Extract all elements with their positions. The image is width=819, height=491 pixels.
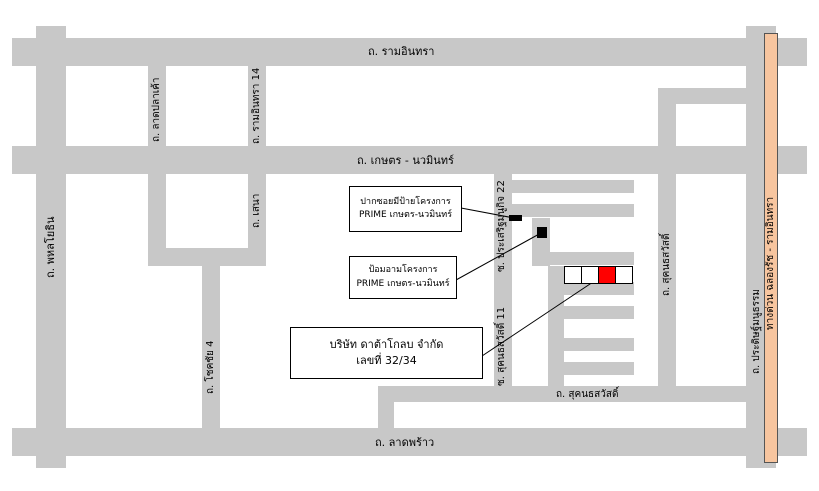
callout-company: บริษัท ดาต้าโกลบ จำกัด เลขที่ 32/34: [290, 327, 483, 379]
callout-soi-entrance-line1: ปากซอยมีป้ายโครงการ: [360, 196, 451, 207]
callout-company-address: เลขที่ 32/34: [356, 354, 417, 367]
project-sign-marker: [537, 227, 547, 238]
label-sukhon-sawat-horizontal: ถ. สุคนธสวัสดิ์: [556, 389, 619, 400]
road-soi-h: [564, 362, 634, 375]
road-ram-inthra: [12, 38, 807, 66]
road-chok-chai-4: [202, 266, 220, 428]
building-cell: [615, 266, 633, 284]
callout-soi-entrance: ปากซอยมีป้ายโครงการ PRIME เกษตร-นวมินทร์: [349, 186, 462, 232]
label-ram-inthra: ถ. รามอินทรา: [368, 45, 435, 58]
road-lat-phrao: [12, 428, 807, 456]
label-lat-phrao: ถ. ลาดพร้าว: [375, 436, 435, 449]
road-sukhon-sawat-drop: [378, 386, 394, 428]
label-kaset-nawamin: ถ. เกษตร - นวมินทร์: [357, 154, 454, 167]
company-building-highlight: [598, 266, 616, 284]
callout-sign-front-line2: PRIME เกษตร-นวมินทร์: [356, 278, 450, 289]
road-sukhon-sawat-top: [658, 88, 746, 104]
road-expressway: [764, 33, 778, 463]
road-lat-pla-khao: [148, 66, 166, 146]
callout-sign-front-line1: ป้อมอามโครงการ: [368, 265, 438, 275]
building-cell: [564, 266, 582, 284]
road-soi-d: [548, 266, 564, 386]
road-soi-g: [564, 338, 634, 351]
road-phahon-yothin: [36, 26, 66, 468]
callout-soi-entrance-line2: PRIME เกษตร-นวมินทร์: [358, 210, 453, 220]
road-sukhon-sawat-horizontal: [378, 386, 746, 402]
road-ram-inthra-14: [248, 66, 266, 146]
soi-entrance-sign-marker: [509, 215, 522, 221]
road-sukhon-sawat-vertical: [658, 88, 676, 386]
road-soi-22: [494, 174, 512, 396]
road-sena-connector: [148, 174, 166, 266]
road-soi-f: [564, 306, 634, 319]
road-soi-c: [550, 252, 634, 265]
callout-sign-front: ป้อมอามโครงการ PRIME เกษตร-นวมินทร์: [349, 256, 457, 299]
callout-company-name: บริษัท ดาต้าโกลบ จำกัด: [329, 337, 444, 351]
road-cross-inner: [148, 248, 266, 266]
road-soi-e: [564, 282, 634, 295]
road-soi-b: [512, 204, 634, 217]
building-cell: [581, 266, 599, 284]
road-soi-a: [512, 180, 634, 193]
road-sena: [248, 174, 266, 266]
